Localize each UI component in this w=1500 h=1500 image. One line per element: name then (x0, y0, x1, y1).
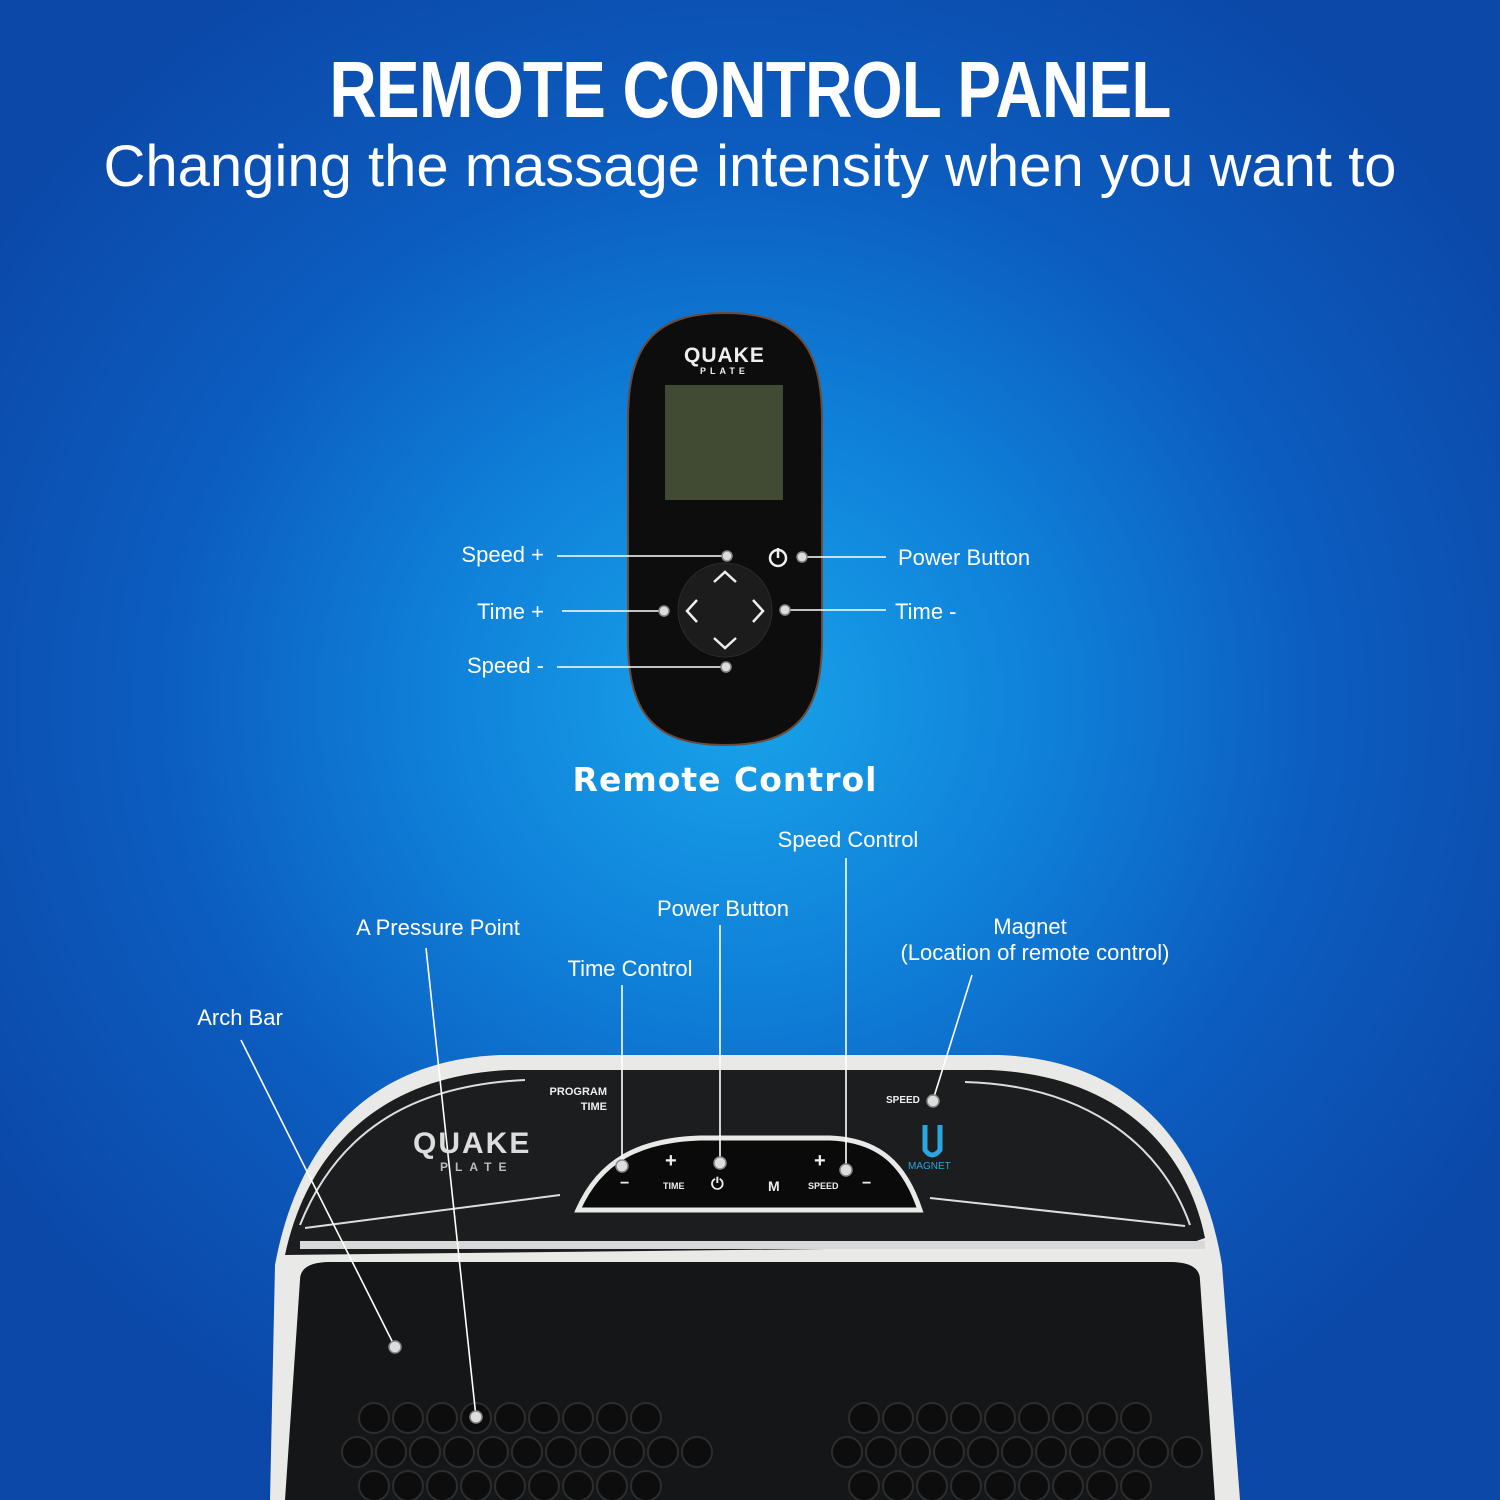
pressure-point-bump (562, 1402, 594, 1434)
label-speed-control: Speed Control (777, 827, 919, 852)
panel-time-text: TIME (663, 1181, 685, 1191)
label-plate-power: Power Button (656, 896, 790, 921)
pressure-point-bump (545, 1436, 577, 1468)
pressure-point-bump (984, 1470, 1016, 1500)
label-pressure-point: A Pressure Point (356, 915, 520, 940)
pressure-point-bump (933, 1436, 965, 1468)
pressure-point-bump (443, 1436, 475, 1468)
magnet-icon (922, 1125, 943, 1158)
pressure-point-bump (848, 1402, 880, 1434)
pressure-point-bump (341, 1436, 373, 1468)
vibration-plate-image (270, 1055, 1240, 1500)
panel-speed-text: SPEED (808, 1181, 839, 1191)
pressure-point-bump (1001, 1436, 1033, 1468)
pressure-points (341, 1402, 1203, 1500)
label-time-minus: Time - (895, 599, 957, 624)
pressure-point-bump (596, 1470, 628, 1500)
pressure-point-bump (916, 1402, 948, 1434)
speed-minus-button[interactable]: − (862, 1175, 872, 1192)
magnet-text: MAGNET (908, 1161, 951, 1172)
pressure-point-bump (596, 1402, 628, 1434)
label-magnet: Magnet (993, 914, 1067, 939)
label-remote-power: Power Button (898, 545, 1031, 570)
pressure-point-bump (848, 1470, 880, 1500)
remote-brand: QUAKE (684, 344, 765, 367)
pressure-point-bump (1018, 1470, 1050, 1500)
pressure-point-bump (494, 1470, 526, 1500)
pressure-point-bump (882, 1470, 914, 1500)
pressure-point-bump (375, 1436, 407, 1468)
pressure-point-bump (865, 1436, 897, 1468)
mode-button[interactable]: M (768, 1178, 780, 1194)
pressure-point-bump (613, 1436, 645, 1468)
pressure-point-bump (681, 1436, 713, 1468)
plate-power-button[interactable]: ⏻ (711, 1176, 724, 1193)
callout-dots (388, 550, 940, 1424)
pressure-point-bump (1120, 1470, 1152, 1500)
pressure-point-bump (899, 1436, 931, 1468)
pressure-point-bump (831, 1436, 863, 1468)
page-title: REMOTE CONTROL PANEL (329, 45, 1171, 134)
label-time-plus: Time + (476, 599, 544, 624)
pressure-point-bump (477, 1436, 509, 1468)
pressure-point-bump (528, 1470, 560, 1500)
remote-brand-sub: PLATE (700, 366, 749, 376)
pressure-point-bump (1137, 1436, 1169, 1468)
remote-control-image (627, 311, 823, 747)
pressure-point-bump (647, 1436, 679, 1468)
panel-time-label: TIME (580, 1101, 607, 1113)
label-speed-minus: Speed - (466, 653, 544, 678)
plate-brand-sub: PLATE (440, 1160, 514, 1174)
pressure-point-bump (460, 1470, 492, 1500)
pressure-point-bump (426, 1470, 458, 1500)
label-speed-plus: Speed + (461, 542, 544, 567)
pressure-point-bump (882, 1402, 914, 1434)
pressure-point-bump (984, 1402, 1016, 1434)
pressure-point-bump (630, 1402, 662, 1434)
label-magnet-note: (Location of remote control) (900, 940, 1170, 965)
remote-lcd-screen (665, 385, 783, 500)
pressure-point-bump (1086, 1402, 1118, 1434)
pressure-point-bump (426, 1402, 458, 1434)
panel-program-label: PROGRAM (549, 1086, 607, 1098)
pressure-point-bump (1103, 1436, 1135, 1468)
plate-brand: QUAKE (413, 1127, 532, 1160)
label-time-control: Time Control (567, 956, 693, 981)
page-subtitle: Changing the massage intensity when you … (103, 134, 1397, 199)
pressure-point-bump (528, 1402, 560, 1434)
pressure-point-bump (916, 1470, 948, 1500)
pressure-point-bump (1052, 1470, 1084, 1500)
time-plus-button[interactable]: + (665, 1150, 677, 1172)
pressure-point-bump (494, 1402, 526, 1434)
pressure-point-bump (630, 1470, 662, 1500)
pressure-point-bump (1069, 1436, 1101, 1468)
speed-plus-button[interactable]: + (814, 1150, 826, 1172)
pressure-point-bump (1052, 1402, 1084, 1434)
pressure-point-bump (562, 1470, 594, 1500)
pressure-point-bump (358, 1402, 390, 1434)
pressure-point-bump (392, 1402, 424, 1434)
panel-speed-top: SPEED (886, 1095, 920, 1106)
label-arch-bar: Arch Bar (197, 1005, 283, 1030)
remote-caption: Remote Control (572, 760, 878, 799)
pressure-point-bump (579, 1436, 611, 1468)
pressure-point-bump (1171, 1436, 1203, 1468)
pressure-point-bump (950, 1470, 982, 1500)
pressure-point-bump (1120, 1402, 1152, 1434)
pressure-point-bump (511, 1436, 543, 1468)
leader-lines (240, 555, 973, 1418)
remote-dpad (677, 562, 773, 658)
pressure-point-bump (392, 1470, 424, 1500)
pressure-point-bump (967, 1436, 999, 1468)
pressure-point-bump (358, 1470, 390, 1500)
pressure-point-bump (1018, 1402, 1050, 1434)
time-minus-button[interactable]: − (620, 1175, 630, 1192)
pressure-point-bump (409, 1436, 441, 1468)
pressure-point-bump (950, 1402, 982, 1434)
pressure-point-bump (1035, 1436, 1067, 1468)
pressure-point-bump (1086, 1470, 1118, 1500)
